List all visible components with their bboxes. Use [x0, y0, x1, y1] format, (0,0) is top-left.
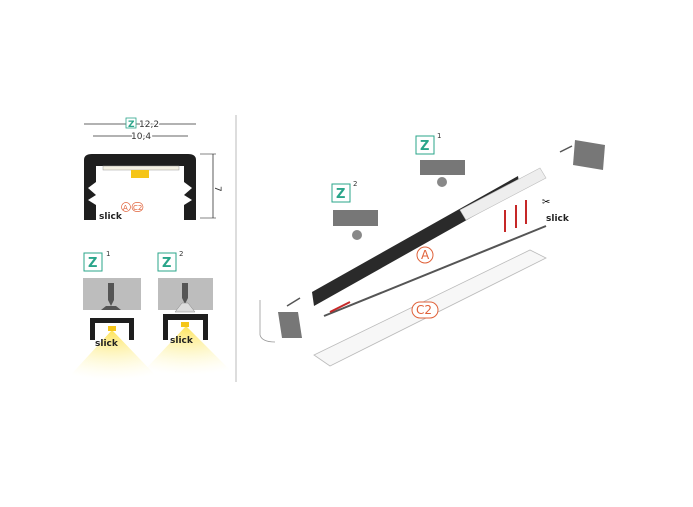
z1-badge: Z — [88, 256, 97, 271]
a-label: A — [123, 204, 128, 212]
cable — [259, 300, 276, 343]
arrow-icon — [559, 145, 573, 153]
z2-index: 2 — [179, 250, 183, 258]
slick-logo: slick — [95, 339, 119, 349]
end-cap-right — [573, 140, 605, 170]
arrow-up-icon — [504, 200, 527, 232]
end-cap-left — [278, 312, 302, 338]
assembly-view: Z 1 Z 2 A C2 slick ✂ — [259, 132, 605, 367]
c2-label: C2 — [133, 204, 142, 212]
slick-logo: slick — [170, 336, 194, 346]
led-strip — [459, 167, 547, 221]
assembly-z2-badge: Z — [336, 187, 345, 202]
assembly-z2-index: 2 — [353, 180, 357, 188]
mounting-z1: Z 1 slick — [66, 250, 160, 380]
led-strip — [102, 165, 180, 171]
cross-section: Z 12,2 10,4 7 A C2 10,6 slick — [84, 117, 222, 222]
dim-outer-width: 12,2 — [139, 120, 159, 130]
dim-inner-width: 10,4 — [131, 132, 151, 142]
profile-shape — [84, 154, 196, 220]
mounting-clip-z2 — [333, 210, 378, 226]
dim-height: 7 — [212, 186, 222, 192]
assembly-z1-index: 1 — [437, 132, 441, 140]
slick-logo: slick — [99, 212, 123, 222]
mounting-clip-z1 — [420, 160, 465, 175]
assembly-z1-badge: Z — [420, 139, 429, 154]
a-label: A — [421, 248, 430, 262]
diffuser-strip — [323, 225, 547, 317]
scissors-icon: ✂ — [542, 197, 550, 208]
z1-index: 1 — [106, 250, 110, 258]
z-badge: Z — [128, 120, 135, 130]
slick-logo: slick — [546, 214, 570, 224]
dim-bottom-width: 10,6 — [145, 203, 163, 212]
led-chip — [131, 170, 149, 178]
screw-icon — [182, 283, 188, 304]
screw-icon — [108, 283, 114, 306]
arrow-icon — [286, 297, 301, 307]
z2-badge: Z — [162, 256, 171, 271]
mounting-z2: Z 2 slick — [140, 250, 235, 375]
arrow-icon — [329, 301, 351, 313]
c2-label: C2 — [416, 303, 432, 317]
